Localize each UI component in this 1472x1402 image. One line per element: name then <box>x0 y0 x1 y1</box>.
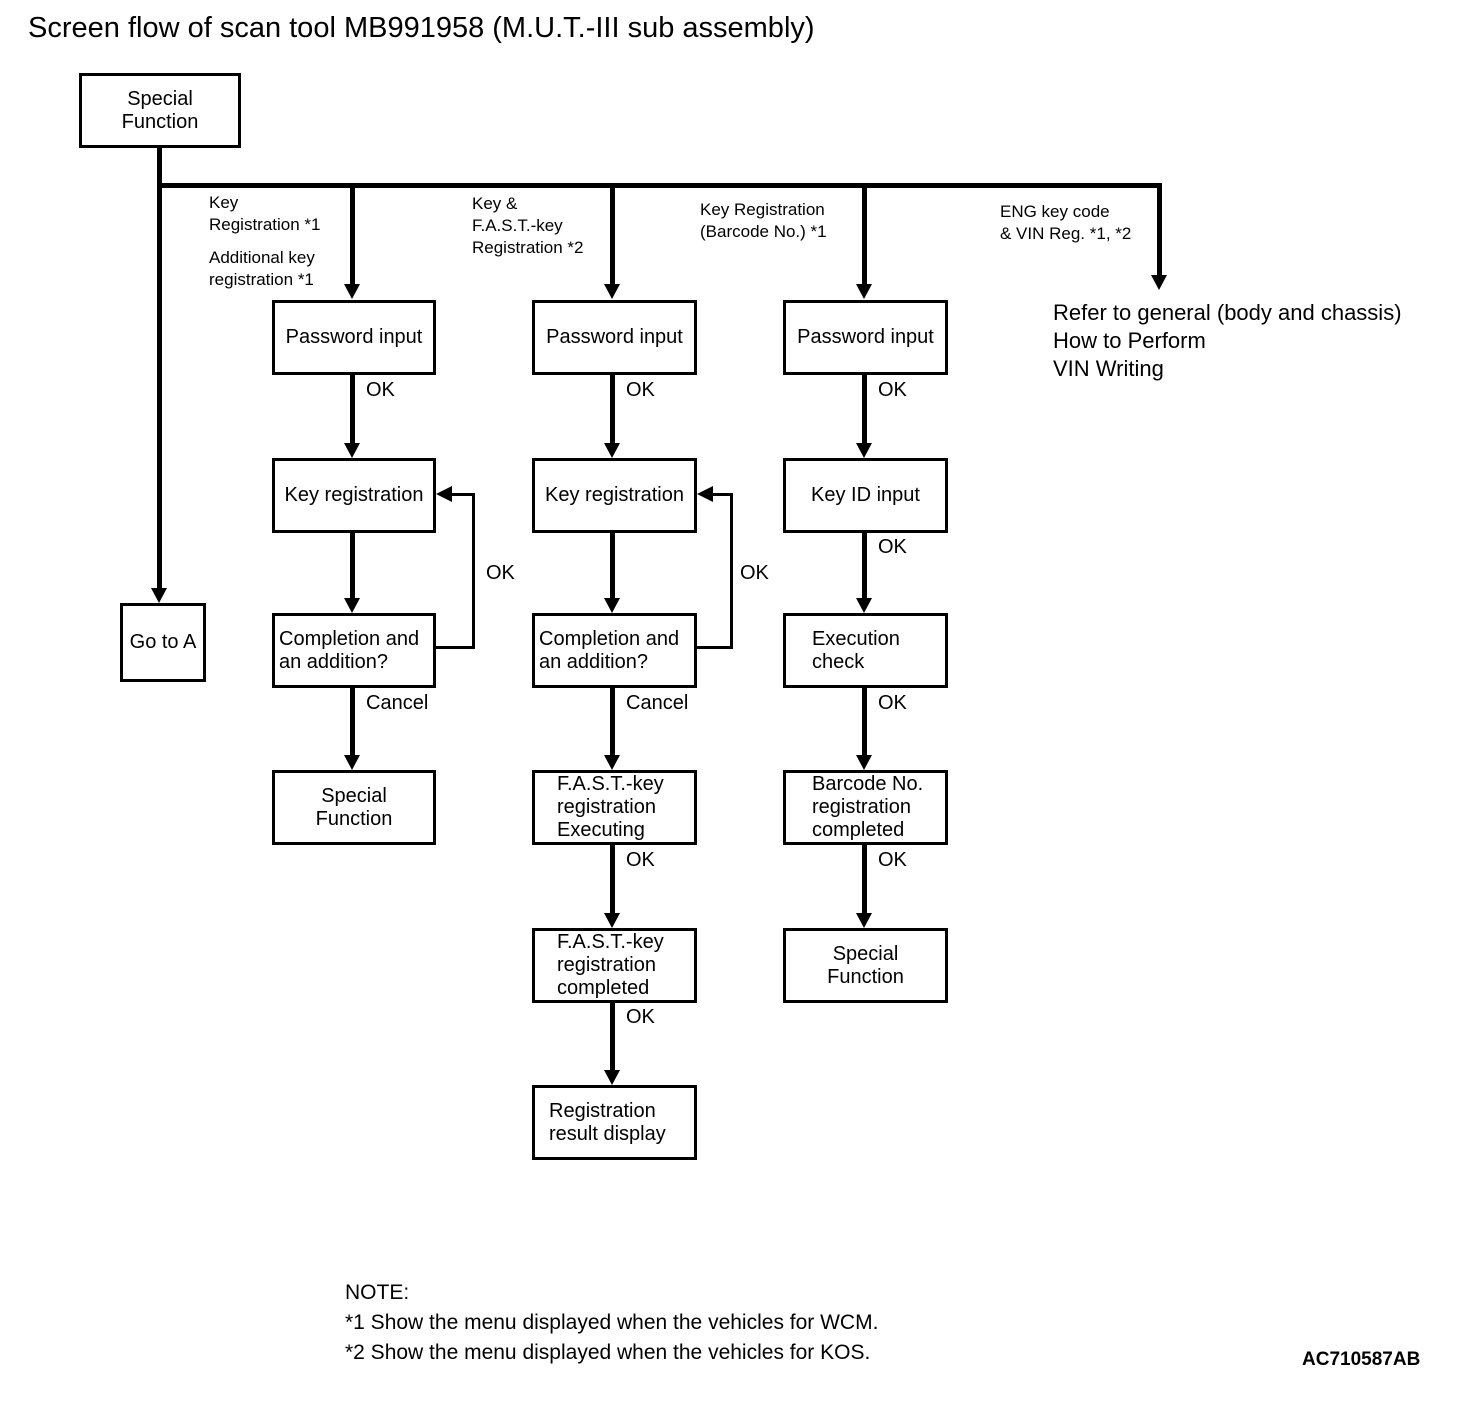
loop-line <box>697 646 733 649</box>
node-barcode-password-input: Password input <box>783 300 948 375</box>
flow-line <box>610 533 615 598</box>
edge-label-ok: OK <box>740 562 769 584</box>
flow-line <box>610 1003 615 1070</box>
edge-label-ok: OK <box>486 562 515 584</box>
flow-line <box>610 375 615 443</box>
node-barcode-special-function-end: Special Function <box>783 928 948 1003</box>
node-fast-password-input: Password input <box>532 300 697 375</box>
arrow-down <box>604 1070 620 1085</box>
node-registration-result: Registration result display <box>532 1085 697 1160</box>
arrow-down <box>856 443 872 458</box>
edge-label-ok: OK <box>366 379 395 401</box>
flow-line <box>862 375 867 443</box>
note-line-2: *2 Show the menu displayed when the vehi… <box>345 1341 871 1364</box>
node-key-id-input: Key ID input <box>783 458 948 533</box>
node-goto-a: Go to A <box>120 603 206 682</box>
flow-line <box>862 688 867 755</box>
edge-label-ok: OK <box>878 849 907 871</box>
loop-line <box>436 646 475 649</box>
flow-line <box>350 688 355 755</box>
edge-label-ok: OK <box>878 536 907 558</box>
branch-label-eng-vin-registration: ENG key code & VIN Reg. *1, *2 <box>1000 202 1132 243</box>
drop-line <box>350 183 355 284</box>
loop-line <box>713 493 733 496</box>
edge-label-cancel: Cancel <box>366 692 429 714</box>
arrow-down <box>344 755 360 770</box>
flow-line <box>862 845 867 913</box>
flow-line <box>350 375 355 443</box>
drop-line <box>610 183 615 284</box>
node-key-special-function-end: Special Function <box>272 770 436 845</box>
edge-label-cancel: Cancel <box>626 692 689 714</box>
node-special-function-start: Special Function <box>79 73 241 148</box>
arrow-down <box>344 284 360 299</box>
node-key-registration: Key registration <box>272 458 436 533</box>
node-fast-key-registration: Key registration <box>532 458 697 533</box>
arrow-down <box>604 755 620 770</box>
branch-label-key-registration: Key Registration *1 <box>209 193 321 234</box>
flow-line <box>610 845 615 913</box>
edge-label-ok: OK <box>626 1006 655 1028</box>
drop-line <box>1157 183 1162 275</box>
arrow-down <box>604 598 620 613</box>
branch-label-additional-key-registration: Additional key registration *1 <box>209 248 315 289</box>
arrow-down <box>856 598 872 613</box>
flow-line <box>610 688 615 755</box>
arrow-down <box>604 443 620 458</box>
arrow-down <box>856 284 872 299</box>
edge-label-ok: OK <box>878 379 907 401</box>
loop-line <box>452 493 475 496</box>
arrow-down <box>856 913 872 928</box>
flow-line <box>862 533 867 598</box>
arrow-down <box>604 284 620 299</box>
arrow-down <box>151 588 167 603</box>
node-fast-key-completed: F.A.S.T.-key registration completed <box>532 928 697 1003</box>
node-key-completion-addition: Completion and an addition? <box>272 613 436 688</box>
arrow-down <box>344 443 360 458</box>
branch-rail-line <box>157 183 1162 188</box>
node-execution-check: Execution check <box>783 613 948 688</box>
trunk-line <box>157 148 162 588</box>
note-heading: NOTE: <box>345 1281 410 1304</box>
edge-label-ok: OK <box>626 379 655 401</box>
branch-label-fast-key-registration: Key & F.A.S.T.-key Registration *2 <box>472 194 584 257</box>
edge-label-ok: OK <box>626 849 655 871</box>
node-barcode-completed: Barcode No. registration completed <box>783 770 948 845</box>
figure-code: AC710587AB <box>1302 1349 1421 1370</box>
loop-line <box>472 493 475 649</box>
flow-line <box>350 533 355 598</box>
arrow-left <box>697 486 713 502</box>
node-key-password-input: Password input <box>272 300 436 375</box>
arrow-down <box>856 755 872 770</box>
branch-label-barcode-registration: Key Registration (Barcode No.) *1 <box>700 200 827 241</box>
node-fast-key-executing: F.A.S.T.-key registration Executing <box>532 770 697 845</box>
edge-label-ok: OK <box>878 692 907 714</box>
loop-line <box>730 493 733 649</box>
node-fast-completion-addition: Completion and an addition? <box>532 613 697 688</box>
arrow-down <box>1151 275 1167 290</box>
arrow-left <box>436 486 452 502</box>
refer-note: Refer to general (body and chassis) How … <box>1053 300 1402 381</box>
arrow-down <box>344 598 360 613</box>
note-line-1: *1 Show the menu displayed when the vehi… <box>345 1311 879 1334</box>
arrow-down <box>604 913 620 928</box>
drop-line <box>862 183 867 284</box>
page-title: Screen flow of scan tool MB991958 (M.U.T… <box>28 12 815 44</box>
